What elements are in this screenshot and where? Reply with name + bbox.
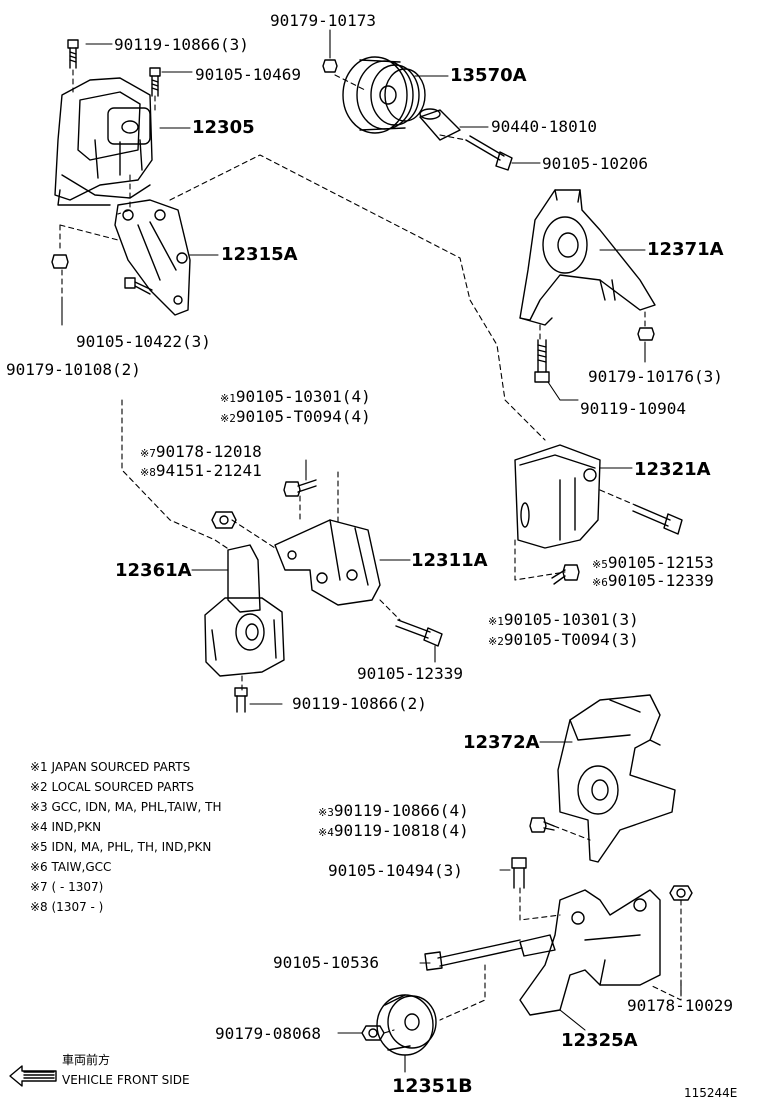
engine-mount-12305 xyxy=(54,77,153,206)
label-90105-12153: ※590105-12153 xyxy=(592,553,714,572)
bolt-90105-10536 xyxy=(424,934,556,971)
label-12351B: 12351B xyxy=(392,1075,473,1097)
label-90179-10176-3: 90179-10176(3) xyxy=(588,367,723,386)
label-90105-12339: 90105-12339 xyxy=(357,664,463,683)
bolt-90119-10866-mid xyxy=(234,687,248,713)
label-90119-10818-4: ※490119-10818(4) xyxy=(318,821,469,840)
bracket-12325A xyxy=(519,889,661,1016)
bolt-90105-12339 xyxy=(395,619,443,647)
label-13570A: 13570A xyxy=(450,65,527,86)
label-94151-21241: ※894151-21241 xyxy=(140,461,262,480)
vehicle-front-label-en: VEHICLE FRONT SIDE xyxy=(62,1073,190,1087)
mount-12361A xyxy=(204,544,285,677)
nut-90179-10108 xyxy=(51,254,69,269)
label-12325A: 12325A xyxy=(561,1030,638,1051)
nut-90179-10176 xyxy=(637,327,655,341)
label-90105-12339-right: ※690105-12339 xyxy=(592,571,714,590)
label-90179-10108-2: 90179-10108(2) xyxy=(6,360,141,379)
label-12361A: 12361A xyxy=(115,560,192,581)
label-12321A: 12321A xyxy=(634,459,711,480)
legend-note-4: ※4 IND,PKN xyxy=(30,820,102,834)
nut-90179-10173 xyxy=(322,59,338,73)
bolt-90105-10494 xyxy=(511,857,527,889)
bolt-90105-10469 xyxy=(149,67,161,97)
vehicle-front-arrow xyxy=(9,1065,57,1087)
collar-90440-18010 xyxy=(419,108,461,141)
bolt-90105-10301-left xyxy=(283,479,317,497)
pulley-12351B xyxy=(376,994,437,1056)
label-90105-10301-3: ※190105-10301(3) xyxy=(488,610,639,629)
label-12371A: 12371A xyxy=(647,239,724,260)
label-90105-10536: 90105-10536 xyxy=(273,953,379,972)
nut-90178-12018 xyxy=(211,511,237,529)
legend-note-3: ※3 GCC, IDN, MA, PHL,TAIW, TH xyxy=(30,800,222,814)
leader-lines xyxy=(61,29,682,1073)
legend-note-2: ※2 LOCAL SOURCED PARTS xyxy=(30,780,194,794)
label-90119-10866-4: ※390119-10866(4) xyxy=(318,801,469,820)
label-90440-18010: 90440-18010 xyxy=(491,117,597,136)
label-90105-T0094-4: ※290105-T0094(4) xyxy=(220,407,371,426)
bracket-12311A xyxy=(274,519,381,606)
mount-12371A xyxy=(519,189,656,326)
label-90178-12018: ※790178-12018 xyxy=(140,442,262,461)
bolt-90105-12153 xyxy=(632,504,683,535)
label-90105-10301-4: ※190105-10301(4) xyxy=(220,387,371,406)
bracket-12321A xyxy=(514,444,601,549)
bolt-90119-10866-lower xyxy=(529,817,555,833)
bolt-90119-10866-top xyxy=(67,39,79,69)
label-12315A: 12315A xyxy=(221,244,298,265)
label-90119-10904: 90119-10904 xyxy=(580,399,686,418)
bolt-90105-10206 xyxy=(465,135,513,171)
legend-note-1: ※1 JAPAN SOURCED PARTS xyxy=(30,760,191,774)
nut-90178-10029 xyxy=(669,885,693,901)
bolt-90105-10301-right xyxy=(551,564,580,585)
alignment-lines xyxy=(59,69,682,1034)
label-90119-10866-2: 90119-10866(2) xyxy=(292,694,427,713)
label-90178-10029: 90178-10029 xyxy=(627,996,733,1015)
legend-note-6: ※6 TAIW,GCC xyxy=(30,860,112,874)
label-90179-10173: 90179-10173 xyxy=(270,11,376,30)
bolt-90105-10422 xyxy=(124,277,153,295)
pulley-13570A xyxy=(342,56,426,134)
label-90179-08068: 90179-08068 xyxy=(215,1024,321,1043)
label-90105-10206: 90105-10206 xyxy=(542,154,648,173)
label-90105-10494-3: 90105-10494(3) xyxy=(328,861,463,880)
mount-12372A xyxy=(557,694,676,863)
legend-note-7: ※7 ( - 1307) xyxy=(30,880,104,894)
bracket-12315A xyxy=(114,199,191,316)
label-90119-10866-3: 90119-10866(3) xyxy=(114,35,249,54)
legend-note-8: ※8 (1307 - ) xyxy=(30,900,104,914)
label-90105-10469: 90105-10469 xyxy=(195,65,301,84)
label-90105-10422-3: 90105-10422(3) xyxy=(76,332,211,351)
label-90105-T0094-3: ※290105-T0094(3) xyxy=(488,630,639,649)
label-12372A: 12372A xyxy=(463,732,540,753)
bolt-90119-10904 xyxy=(534,339,550,383)
legend-note-5: ※5 IDN, MA, PHL, TH, IND,PKN xyxy=(30,840,212,854)
nut-90179-08068 xyxy=(361,1025,385,1041)
vehicle-front-label-jp: 車両前方 xyxy=(62,1053,111,1067)
label-12305: 12305 xyxy=(192,117,255,138)
diagram-id: 115244E xyxy=(684,1086,738,1100)
label-12311A: 12311A xyxy=(411,550,488,571)
